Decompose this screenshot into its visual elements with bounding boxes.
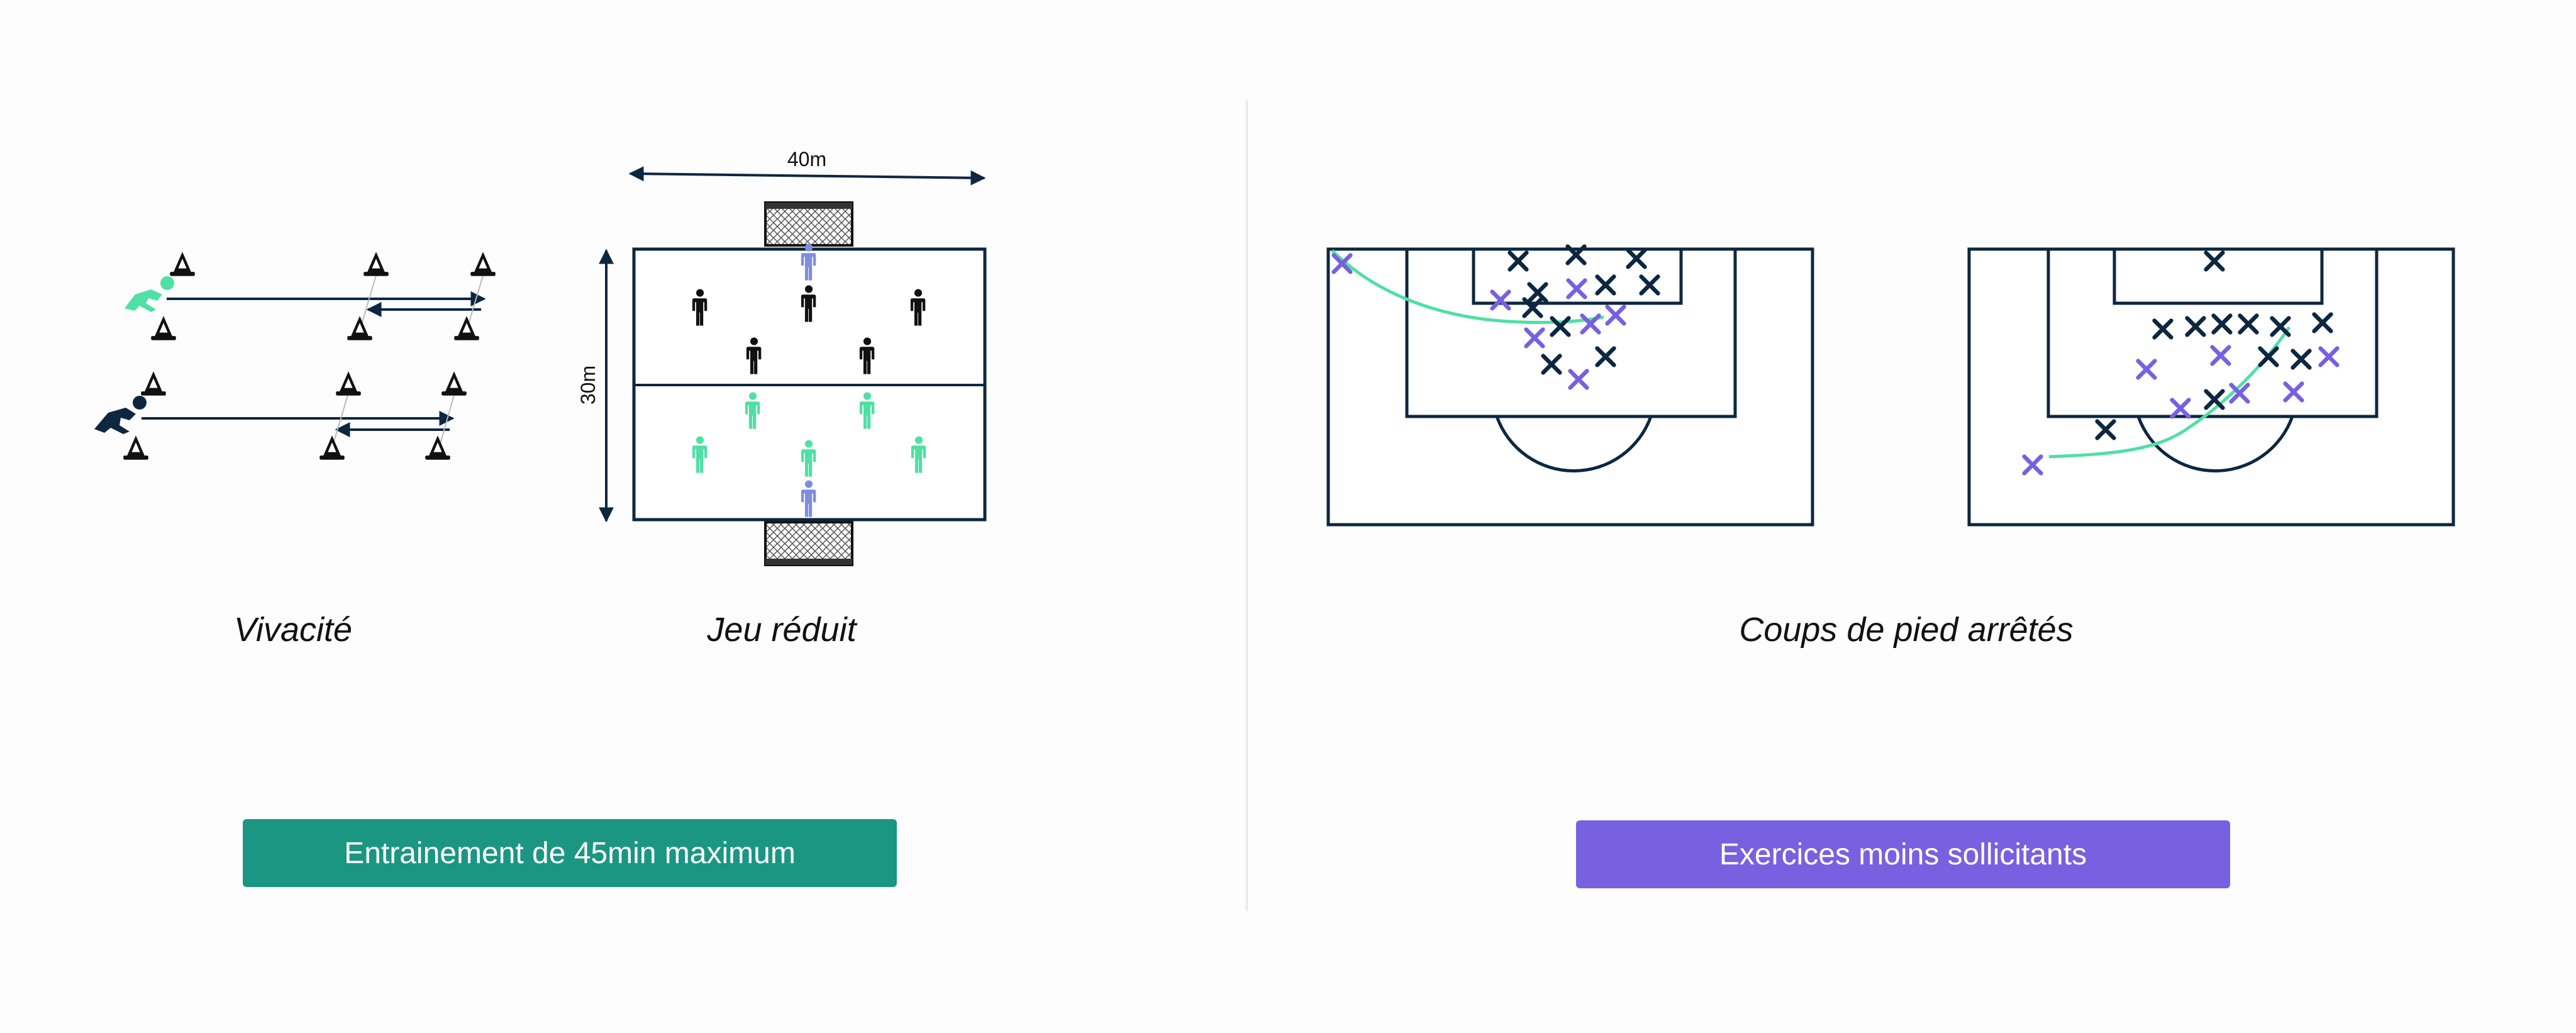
caption-vivacite: Vivacité	[233, 611, 353, 649]
vivacite-drill	[94, 252, 496, 460]
cone-icon	[151, 316, 176, 340]
less-demanding-exercises-button[interactable]: Exercices moins sollicitants	[1576, 820, 2230, 888]
less-demanding-exercises-label: Exercices moins sollicitants	[1719, 837, 2087, 871]
set-piece-diagram-right	[1967, 247, 2455, 527]
goal-icon	[764, 201, 853, 247]
training-duration-label: Entrainement de 45min maximum	[344, 836, 796, 870]
training-duration-button[interactable]: Entrainement de 45min maximum	[243, 819, 897, 887]
width-arrow-icon	[628, 166, 986, 186]
cone-icon	[336, 371, 361, 396]
cone-icon	[347, 316, 372, 340]
caption-coups-de-pied-arretes: Coups de pied arrêtés	[1739, 611, 2074, 649]
cone-icon	[141, 371, 166, 396]
caption-jeu-reduit: Jeu réduit	[707, 611, 857, 649]
cone-icon	[123, 435, 148, 460]
cone-icon	[170, 252, 195, 276]
height-label: 30m	[577, 366, 599, 405]
width-label: 40m	[787, 148, 826, 170]
cone-icon	[454, 316, 479, 340]
set-piece-diagram-left	[1326, 247, 1814, 527]
sprinter-icon	[125, 276, 174, 312]
cone-icon	[441, 371, 467, 396]
section-divider	[1246, 99, 1248, 911]
sprinter-icon	[94, 396, 147, 434]
jeu-reduit-pitch: 40m 30m	[577, 148, 987, 566]
cone-icon	[364, 252, 389, 276]
cone-icon	[470, 252, 496, 276]
goal-icon	[764, 521, 853, 566]
cone-icon	[425, 435, 450, 460]
cone-icon	[319, 435, 345, 460]
